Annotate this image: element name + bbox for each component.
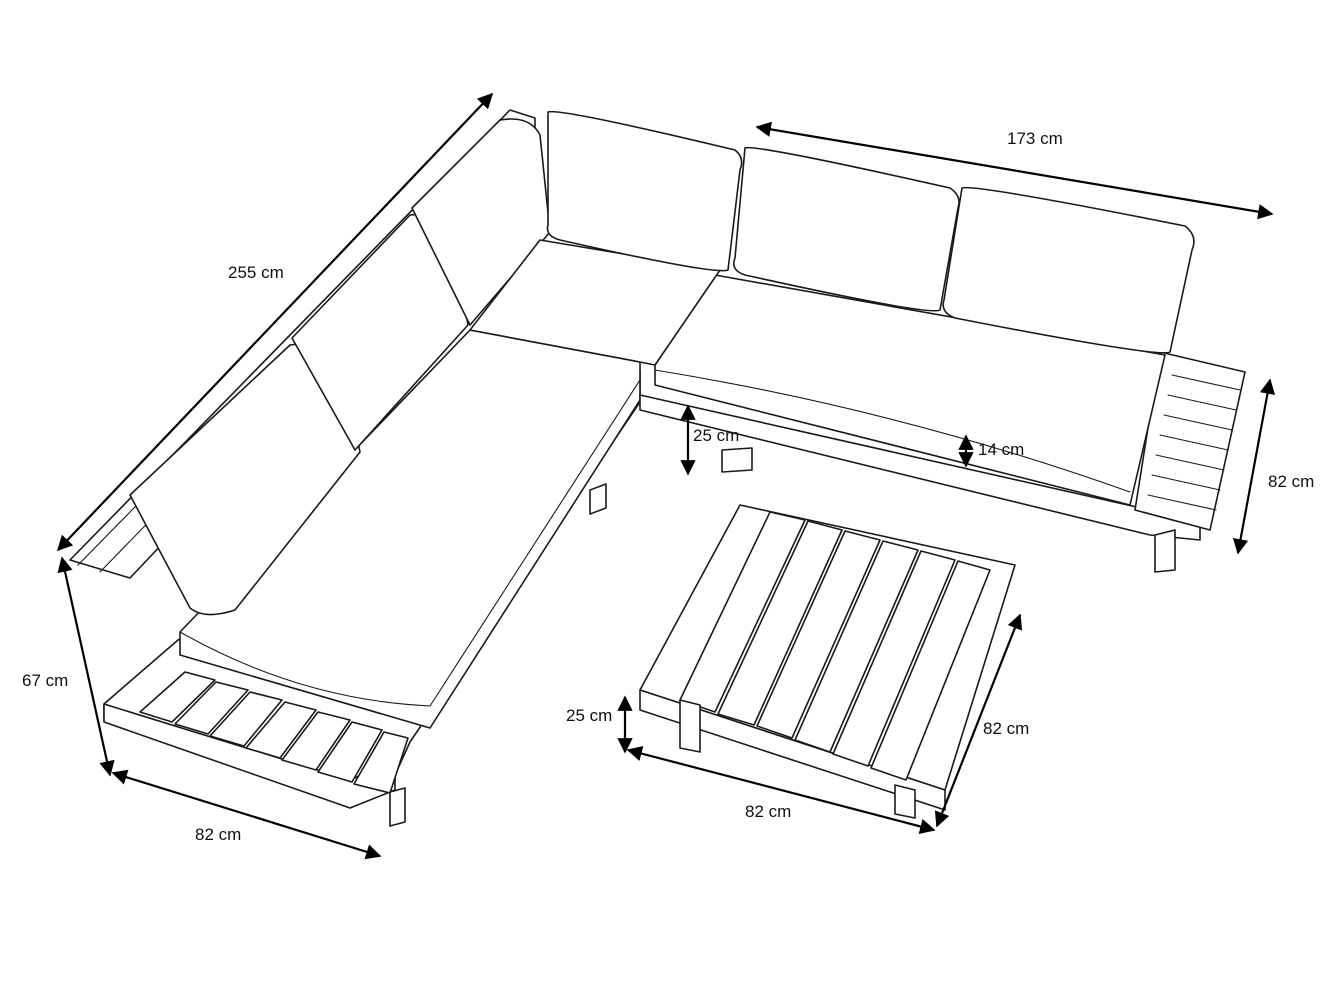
dimension-labels: 255 cm 173 cm 82 cm 67 cm 82 cm 25 cm 14… — [22, 129, 1314, 844]
label-25cm-table: 25 cm — [566, 706, 612, 725]
label-82cm-left: 82 cm — [195, 825, 241, 844]
label-173cm: 173 cm — [1007, 129, 1063, 148]
dim-line-67 — [57, 556, 115, 777]
dim-line-173 — [755, 121, 1274, 220]
label-67cm: 67 cm — [22, 671, 68, 690]
label-82cm-table-width: 82 cm — [745, 802, 791, 821]
corner-seat-cushion — [469, 239, 721, 366]
left-slats — [139, 671, 409, 794]
dim-line-82-table-depth — [934, 613, 1023, 828]
dimension-lines — [56, 92, 1276, 860]
label-82cm-table-depth: 82 cm — [983, 719, 1029, 738]
dim-line-82-left — [111, 769, 382, 860]
right-slats — [1147, 374, 1241, 511]
label-82cm-right: 82 cm — [1268, 472, 1314, 491]
right-base-platform — [639, 351, 1246, 573]
corner-sofa — [69, 109, 1246, 827]
label-14cm: 14 cm — [978, 440, 1024, 459]
dim-line-82-right — [1232, 378, 1276, 555]
label-255cm: 255 cm — [228, 263, 284, 282]
dim-line-255 — [56, 92, 494, 552]
label-25cm-sofa: 25 cm — [693, 426, 739, 445]
dim-line-82-table-width — [626, 746, 936, 834]
